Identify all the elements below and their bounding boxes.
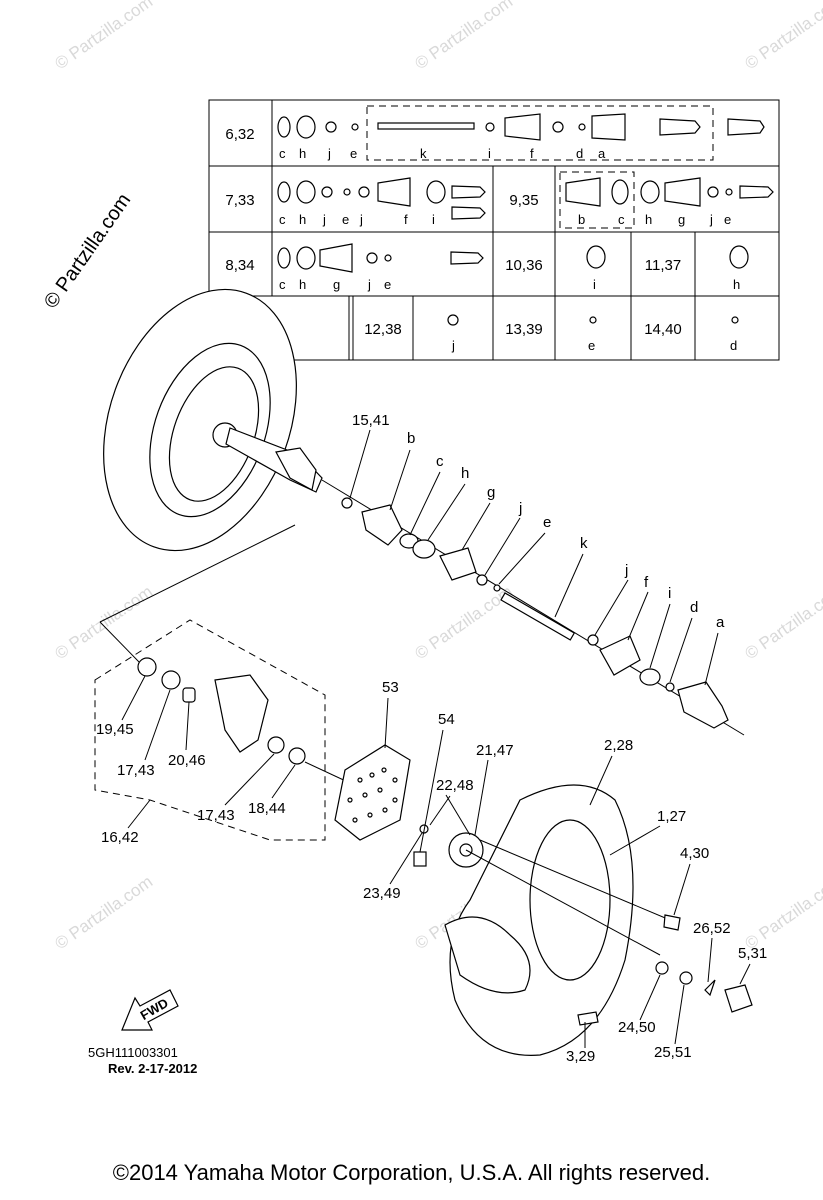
table-letter: e [342,212,349,227]
table-letter: e [724,212,731,227]
callout: d [690,599,698,616]
table-letter: j [451,338,455,353]
revision-date: Rev. 2-17-2012 [108,1061,197,1076]
parts-table: 6,32 7,33 9,35 8,34 10,36 11,37 12,38 13… [208,99,780,361]
table-letter: c [279,212,286,227]
callout: 15,41 [352,412,390,429]
table-letter: f [530,146,534,161]
brake-disc [334,744,411,841]
table-letter: b [578,212,585,227]
table-letter: h [299,212,306,227]
table-letter: h [299,277,306,292]
callouts: 15,41 b c h g j e k j f i d a 53 54 21,4… [96,412,767,1065]
table-row-key: 9,35 [509,192,538,209]
table-letter: h [733,277,740,292]
callout: 19,45 [96,721,134,738]
callout: i [668,585,671,602]
callout: 5,31 [738,945,767,962]
callout: 22,48 [436,777,474,794]
table-letter: j [322,212,326,227]
table-letter: f [404,212,408,227]
table-letter: e [588,338,595,353]
table-letter: k [420,146,427,161]
table-row-key: 11,37 [645,257,681,274]
knuckle-group [94,524,366,841]
callout: 18,44 [248,800,286,817]
svg-text:© Partzilla.com: © Partzilla.com [741,872,823,953]
table-letter: h [645,212,652,227]
table-letter: e [350,146,357,161]
table-row-key: 10,36 [505,257,543,274]
table-letter: a [598,146,606,161]
table-letter: h [299,146,306,161]
table-row-key: 6,32 [225,126,254,143]
table-letter: c [279,277,286,292]
svg-text:© Partzilla.com: © Partzilla.com [51,872,156,953]
callout: 24,50 [618,1019,656,1036]
callout: 1,27 [657,808,686,825]
callout: 16,42 [101,829,139,846]
svg-text:© Partzilla.com: © Partzilla.com [411,0,516,73]
table-letter: d [576,146,583,161]
callout: k [580,535,588,552]
callout: 17,43 [117,762,155,779]
callout: 25,51 [654,1044,692,1061]
table-letter: i [593,277,596,292]
table-row-key: 13,39 [505,321,543,338]
callout: 17,43 [197,807,235,824]
table-letter: c [618,212,625,227]
callout: 53 [382,679,399,696]
table-row-key: 12,38 [364,321,402,338]
callout: j [518,500,522,517]
callout: e [543,514,551,531]
table-letter: j [709,212,713,227]
table-letter: g [678,212,685,227]
table-letter: i [432,212,435,227]
table-letter: e [384,277,391,292]
callout: g [487,484,495,501]
callout: j [624,562,628,579]
front-wheel [413,784,753,1056]
table-letter: c [279,146,286,161]
callout: a [716,614,725,631]
svg-text:© Partzilla.com: © Partzilla.com [741,0,823,73]
table-row-key: 7,33 [225,192,254,209]
svg-text:© Partzilla.com: © Partzilla.com [411,582,516,663]
wheel-with-axle [103,288,323,552]
svg-text:© Partzilla.com: © Partzilla.com [741,582,823,663]
callout: 2,28 [604,737,633,754]
callout: 26,52 [693,920,731,937]
table-letter: g [333,277,340,292]
diagram-code: 5GH111003301 [88,1045,178,1060]
table-letter: i [488,146,491,161]
callout: 54 [438,711,455,728]
callout: h [461,465,469,482]
svg-text:© Partzilla.com: © Partzilla.com [51,0,156,73]
table-letter: d [730,338,737,353]
table-row-key: 8,34 [225,257,254,274]
fwd-arrow-icon: FWD [121,989,179,1031]
table-letter: j [367,277,371,292]
callout: 21,47 [476,742,514,759]
callout: 3,29 [566,1048,595,1065]
axle-exploded [321,479,745,736]
callout: c [436,453,444,470]
callout: 4,30 [680,845,709,862]
callout: 23,49 [363,885,401,902]
callout: 20,46 [168,752,206,769]
callout: b [407,430,415,447]
table-letter: j [359,212,363,227]
copyright-notice: ©2014 Yamaha Motor Corporation, U.S.A. A… [112,1160,711,1185]
table-letter: j [327,146,331,161]
callout: f [644,574,649,591]
table-row-key: 14,40 [644,321,682,338]
